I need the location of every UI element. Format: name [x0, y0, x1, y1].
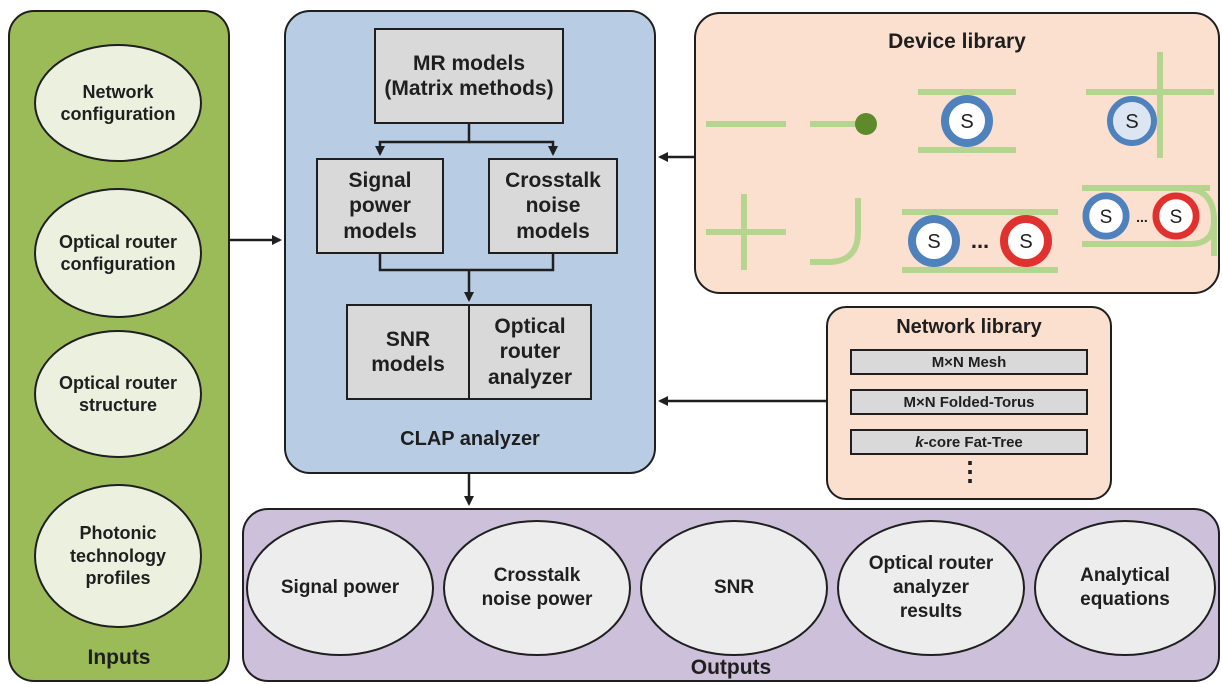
waveguide-crossing — [706, 194, 786, 270]
ring-chain-blue-icon: S — [1082, 192, 1130, 240]
ring-pair-waveguides — [902, 209, 1058, 273]
ring-pair-blue-icon: S — [908, 215, 960, 267]
svg-text:S: S — [1125, 111, 1138, 133]
network-item-mesh-label: M×N Mesh — [931, 353, 1007, 371]
ring-chain-waveguides — [1082, 185, 1217, 256]
network-more-ellipsis: ⋮ — [957, 456, 983, 486]
svg-text:S: S — [927, 231, 940, 253]
network-item-fat-tree: k-core Fat-Tree — [850, 429, 1088, 455]
ring-chain-red-icon: S — [1152, 192, 1200, 240]
input-photonic-technology-profiles: Photonic technology profiles — [34, 484, 202, 628]
input-optical-router-configuration: Optical router configuration — [34, 188, 202, 318]
crossing-ring-resonator-icon: S — [1107, 96, 1157, 146]
network-item-fat-tree-label: -core Fat-Tree — [923, 433, 1023, 451]
photodetector-icon — [855, 113, 877, 135]
network-item-fat-tree-prefix: k — [915, 433, 924, 451]
signal-power-models-box: Signal power models — [316, 158, 444, 254]
output-optical-router-analyzer-results: Optical router analyzer results — [837, 520, 1025, 656]
analyzer-title: CLAP analyzer — [400, 428, 540, 450]
ring-chain-dots: ... — [1136, 209, 1148, 225]
network-library-title: Network library — [896, 316, 1042, 338]
network-item-folded-torus: M×N Folded-Torus — [850, 389, 1088, 415]
analyzer-internal-connectors — [375, 124, 558, 302]
waveguide-bend — [810, 198, 861, 265]
svg-text:S: S — [1170, 207, 1183, 228]
output-crosstalk-noise-power: Crosstalk noise power — [443, 520, 631, 656]
svg-text:S: S — [960, 111, 973, 133]
crosstalk-noise-models-box: Crosstalk noise models — [488, 158, 618, 254]
device-library-title: Device library — [888, 30, 1026, 53]
input-network-configuration: Network configuration — [34, 44, 202, 162]
optical-router-analyzer-box: Optical router analyzer — [468, 304, 592, 400]
network-item-mesh: M×N Mesh — [850, 349, 1088, 375]
inputs-title: Inputs — [87, 646, 151, 669]
mr-models-box: MR models (Matrix methods) — [374, 28, 564, 124]
ring-pair-dots: ... — [971, 228, 989, 253]
ring-resonator-icon: S — [941, 95, 993, 147]
output-signal-power: Signal power — [246, 520, 434, 656]
output-analytical-equations: Analytical equations — [1034, 520, 1216, 656]
ring-pair-red-icon: S — [1000, 215, 1052, 267]
snr-models-box: SNR models — [346, 304, 470, 400]
output-snr: SNR — [640, 520, 828, 656]
svg-text:S: S — [1019, 231, 1032, 253]
svg-text:S: S — [1100, 207, 1113, 228]
crossing-ring-waveguides — [1086, 52, 1214, 158]
network-item-folded-torus-label: M×N Folded-Torus — [903, 393, 1035, 411]
input-optical-router-structure: Optical router structure — [34, 330, 202, 458]
add-drop-ring-waveguides — [918, 89, 1016, 153]
outputs-title: Outputs — [690, 656, 772, 679]
